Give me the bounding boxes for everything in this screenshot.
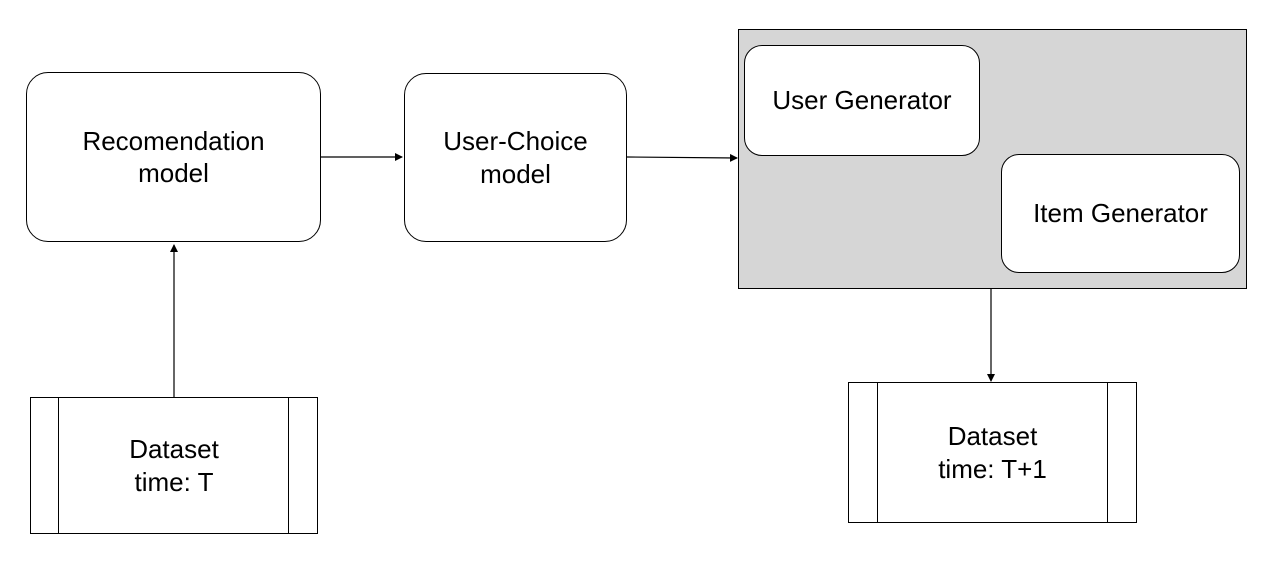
user-choice-model-node: User-Choice model	[404, 73, 627, 242]
dataset-t-label: Dataset time: T	[129, 434, 219, 497]
dataset-t1-node: Dataset time: T+1	[848, 382, 1137, 523]
edge-user-choice-to-generators	[626, 153, 738, 162]
dataset-t-left-rail	[58, 398, 59, 533]
recommendation-model-node: Recomendation model	[26, 72, 321, 242]
item-generator-label: Item Generator	[1033, 198, 1208, 229]
user-choice-model-label: User-Choice model	[443, 126, 588, 189]
dataset-t1-right-rail	[1107, 383, 1108, 522]
item-generator-node: Item Generator	[1001, 154, 1240, 273]
dataset-t-node: Dataset time: T	[30, 397, 318, 534]
dataset-t1-left-rail	[877, 383, 878, 522]
dataset-t1-label: Dataset time: T+1	[938, 421, 1047, 484]
dataset-t-right-rail	[288, 398, 289, 533]
user-generator-label: User Generator	[772, 85, 952, 116]
recommendation-model-label: Recomendation model	[82, 125, 265, 189]
user-generator-node: User Generator	[744, 45, 980, 156]
